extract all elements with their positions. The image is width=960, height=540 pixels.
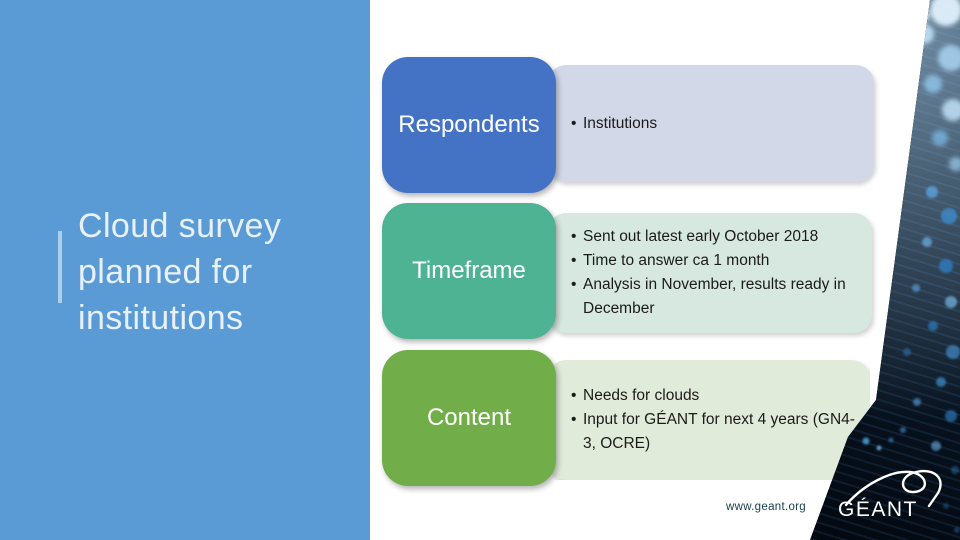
bullet-list: Institutions [571, 112, 657, 136]
slide-title: Cloud survey planned for institutions [78, 207, 282, 337]
bullet-item: Institutions [571, 112, 657, 136]
bullet-item: Sent out latest early October 2018 [571, 225, 860, 249]
bullet-item: Input for GÉANT for next 4 years (GN4-3,… [571, 408, 858, 456]
footer-url-link[interactable]: www.geant.org [726, 501, 806, 513]
row-body-timeframe: Sent out latest early October 2018 Time … [548, 213, 872, 333]
title-accent-bar [58, 231, 62, 303]
geant-logo-text: GÉANT [838, 498, 918, 521]
bullet-item: Analysis in November, results ready in D… [571, 273, 860, 321]
row-body-respondents: Institutions [548, 65, 874, 182]
bullet-list: Sent out latest early October 2018 Time … [571, 225, 860, 321]
bullet-item: Needs for clouds [571, 384, 858, 408]
row-header-label: Content [426, 404, 512, 431]
row-header-label: Timeframe [412, 257, 526, 284]
row-body-content: Needs for clouds Input for GÉANT for nex… [548, 360, 870, 480]
bullet-list: Needs for clouds Input for GÉANT for nex… [571, 384, 858, 456]
geant-logo: GÉANT [838, 469, 942, 521]
row-header-timeframe: Timeframe [382, 203, 556, 339]
bullet-item: Time to answer ca 1 month [571, 249, 860, 273]
row-header-label: Respondents [398, 111, 540, 138]
geant-logo-swoosh [844, 469, 942, 508]
row-header-content: Content [382, 350, 556, 486]
sidebar: Cloud survey planned for institutions [0, 0, 370, 540]
row-header-respondents: Respondents [382, 57, 556, 193]
